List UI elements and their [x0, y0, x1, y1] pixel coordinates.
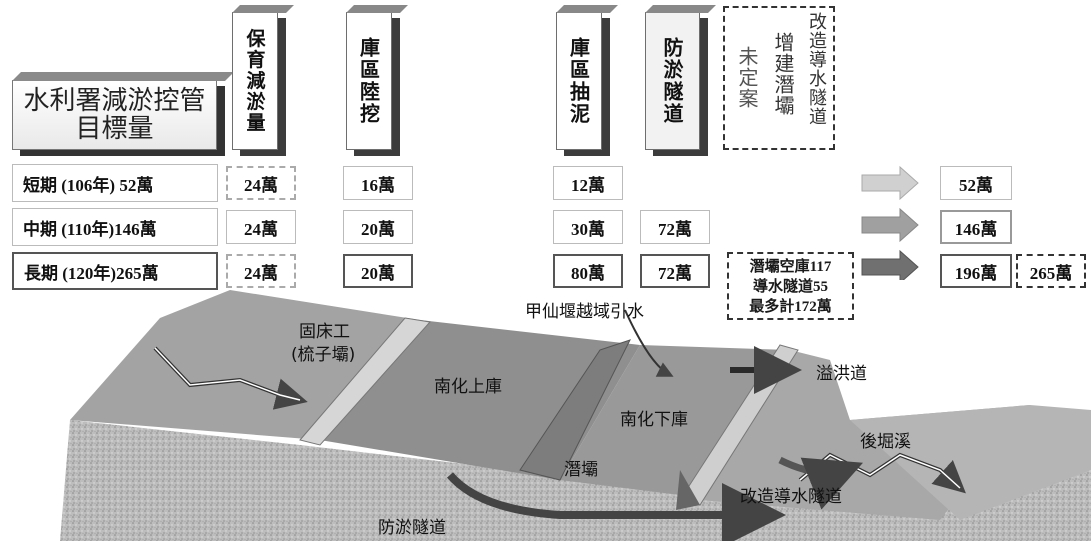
label-spillway: 溢洪道: [816, 364, 867, 384]
undecided-col1: 增建潛壩: [771, 32, 795, 116]
arrow-long: [861, 249, 919, 280]
result-arrows: [861, 165, 919, 280]
cell-conserve-short: 24萬: [226, 166, 296, 200]
label-redo-tunnel: 改造導水隧道: [740, 487, 842, 507]
result-long-extra: 265萬: [1016, 254, 1086, 288]
header-pump: 庫區抽泥: [556, 12, 602, 150]
submerged-dam: [519, 339, 631, 481]
desilt-tunnel-arrow: [446, 472, 786, 541]
cell-dig-mid: 20萬: [343, 210, 413, 244]
row-label-long: 長期 (120年)265萬: [12, 252, 218, 290]
main-title-box: 水利署減淤控管目標量: [12, 80, 217, 150]
header-tunnel-label: 防淤隧道: [660, 37, 684, 125]
label-submerged-dam: 潛壩: [564, 460, 598, 480]
arrow-short: [861, 165, 919, 201]
undecided-label: 未定案: [735, 46, 759, 109]
note-line-3: 最多計172萬: [749, 299, 832, 315]
label-creek: 後堀溪: [860, 432, 911, 452]
cell-pump-long: 80萬: [553, 254, 623, 288]
dam-spike: [676, 470, 700, 510]
cell-pump-mid: 30萬: [553, 210, 623, 244]
creek-plateau: [850, 405, 1091, 520]
note-line-1: 潛壩空庫117: [749, 259, 832, 275]
label-diversion: 甲仙堰越域引水: [525, 302, 644, 322]
cell-dig-long: 20萬: [343, 254, 413, 288]
label-check-dam-2: (梳子壩): [291, 345, 356, 365]
check-dam-wall: [299, 317, 431, 446]
header-dig: 庫區陸挖: [346, 12, 392, 150]
arrow-mid: [861, 207, 919, 243]
cell-dig-short: 16萬: [343, 166, 413, 200]
result-short: 52萬: [940, 166, 1012, 200]
label-lower-reservoir: 南化下庫: [620, 410, 688, 430]
header-pump-label: 庫區抽泥: [566, 37, 591, 125]
undecided-box: 未定案 增建潛壩 改造導水隧道: [723, 6, 835, 150]
row-label-short: 短期 (106年) 52萬: [12, 164, 218, 202]
label-upper-reservoir: 南化上庫: [434, 377, 502, 397]
label-desilt-tunnel: 防淤隧道: [378, 518, 446, 538]
undecided-note: 潛壩空庫117 導水隧道55 最多計172萬: [727, 252, 854, 320]
cell-tunnel-mid: 72萬: [640, 210, 710, 244]
row-label-mid: 中期 (110年)146萬: [12, 208, 218, 246]
note-line-2: 導水隧道55: [752, 279, 828, 295]
cell-conserve-mid: 24萬: [226, 210, 296, 244]
cell-pump-short: 12萬: [553, 166, 623, 200]
label-check-dam-1: 固床工: [299, 322, 350, 342]
header-tunnel: 防淤隧道: [645, 12, 700, 150]
cell-tunnel-long: 72萬: [640, 254, 710, 288]
result-long: 196萬: [940, 254, 1012, 288]
main-title: 水利署減淤控管目標量: [23, 86, 206, 144]
header-conserve-label: 保育減淤量: [243, 28, 266, 134]
cell-conserve-long: 24萬: [226, 254, 296, 288]
undecided-col2: 改造導水隧道: [806, 12, 827, 126]
redo-tunnel-arrow: [778, 456, 864, 510]
header-conserve: 保育減淤量: [232, 12, 278, 150]
header-dig-label: 庫區陸挖: [356, 37, 381, 125]
diversion-arrow: [624, 309, 674, 377]
result-mid: 146萬: [940, 210, 1012, 244]
